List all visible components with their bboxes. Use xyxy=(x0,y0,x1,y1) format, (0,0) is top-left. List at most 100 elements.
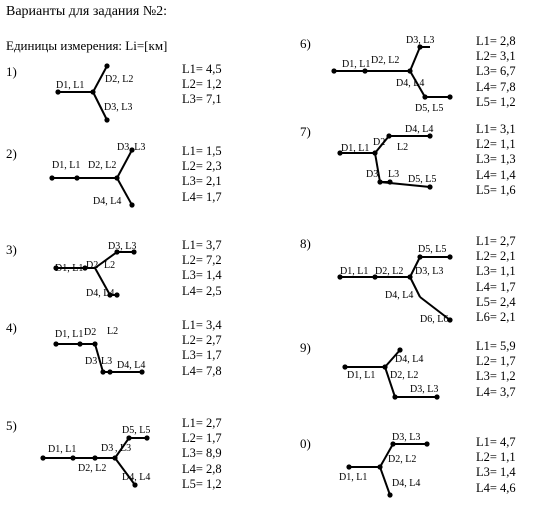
node-dot xyxy=(372,274,378,280)
node-dot xyxy=(49,175,55,181)
length-value: L4= 7,8 xyxy=(182,363,222,378)
node-dot xyxy=(447,94,453,100)
node-dot xyxy=(377,464,383,470)
segment-label: D1, L1 xyxy=(341,143,369,154)
length-value: L1= 1,5 xyxy=(182,144,222,158)
segment-label: D3, L3 xyxy=(415,266,443,277)
node-dot xyxy=(107,292,113,298)
units-line: Единицы измерения: Li=[км] xyxy=(6,38,168,53)
node-dot xyxy=(112,455,118,461)
node-dot xyxy=(427,133,433,139)
length-value: L4= 1,7 xyxy=(182,189,222,204)
segment-label: L3 xyxy=(388,169,399,180)
length-value: L4= 2,5 xyxy=(182,283,222,298)
variant-number: 0) xyxy=(300,436,311,451)
segment-label: D5, L5 xyxy=(415,103,443,114)
length-value: L3= 1,7 xyxy=(182,348,222,363)
length-value: L3= 1,1 xyxy=(476,264,516,279)
length-value: L2= 3,1 xyxy=(476,49,516,64)
segment-label: D1, L1 xyxy=(340,266,368,277)
length-value: L4= 3,7 xyxy=(476,384,516,399)
node-dot xyxy=(139,369,145,375)
length-value: L1= 3,1 xyxy=(476,122,516,136)
segment-label: D3, L3 xyxy=(104,102,132,113)
segment-label: D4, L4 xyxy=(117,360,145,371)
variant-number: 2) xyxy=(6,146,17,161)
length-value: L4= 1,7 xyxy=(476,279,516,294)
node-dot xyxy=(392,394,398,400)
node-dot xyxy=(129,202,135,208)
node-dot xyxy=(77,341,83,347)
node-dot xyxy=(132,482,138,488)
length-value: L3= 1,4 xyxy=(476,465,516,480)
length-value: L5= 2,4 xyxy=(476,294,516,309)
segment-label: D5, L5 xyxy=(418,244,446,255)
node-dot xyxy=(434,394,440,400)
line-segment xyxy=(384,366,396,398)
segment-label: D4, L4 xyxy=(392,478,420,489)
segment-label: D2, L2 xyxy=(88,160,116,171)
length-value: L2= 2,3 xyxy=(182,159,222,174)
segment-label: D4, L4 xyxy=(122,472,150,483)
length-value: L2= 1,7 xyxy=(476,354,516,369)
segment-label: D4, L4 xyxy=(395,354,423,365)
node-dot xyxy=(40,455,46,461)
length-value: L4= 7,8 xyxy=(476,79,516,94)
segment-label: D1, L1 xyxy=(342,59,370,70)
node-dot xyxy=(342,364,348,370)
segment-label: D1, L1 xyxy=(52,160,80,171)
node-dot xyxy=(407,274,413,280)
line-segment xyxy=(374,135,390,154)
line-segment xyxy=(384,349,401,368)
line-segment xyxy=(409,256,421,278)
segment-label: D4, L4 xyxy=(93,196,121,207)
variant-number: 6) xyxy=(300,36,311,51)
length-value: L2= 1,1 xyxy=(476,450,516,465)
node-dot xyxy=(129,147,135,153)
node-dot xyxy=(114,292,120,298)
node-dot xyxy=(55,89,61,95)
segment-label: D2 xyxy=(84,327,96,338)
segment-label: D2, L2 xyxy=(371,55,399,66)
segment-label: D4, L4 xyxy=(405,124,433,135)
length-value: L3= 1,3 xyxy=(476,152,516,167)
node-dot xyxy=(422,94,428,100)
segment-label: D2, L2 xyxy=(78,463,106,474)
segment-label: L2 xyxy=(104,260,115,271)
line-segment xyxy=(92,65,108,93)
node-dot xyxy=(424,441,430,447)
length-value: L2= 2,1 xyxy=(476,249,516,264)
segment-label: D1, L1 xyxy=(56,80,84,91)
node-dot xyxy=(131,249,137,255)
length-value: L3= 6,7 xyxy=(476,64,516,79)
length-value: L3= 2,1 xyxy=(182,174,222,189)
segment-label: L3 xyxy=(101,356,112,367)
segment-label: D1, L1 xyxy=(339,472,367,483)
length-value: L2= 1,7 xyxy=(182,431,222,446)
node-dot xyxy=(53,341,59,347)
segment-label: L2 xyxy=(107,326,118,337)
node-dot xyxy=(407,68,413,74)
length-value: L2= 1,1 xyxy=(476,137,516,152)
node-dot xyxy=(92,455,98,461)
length-value: L3= 1,2 xyxy=(476,369,516,384)
segment-label: D3, L3 xyxy=(117,142,145,153)
line-segment xyxy=(116,177,133,206)
node-dot xyxy=(387,492,393,498)
line-segment xyxy=(114,457,136,486)
node-dot xyxy=(144,435,150,441)
node-dot xyxy=(377,179,383,185)
variant-number: 3) xyxy=(6,242,17,257)
